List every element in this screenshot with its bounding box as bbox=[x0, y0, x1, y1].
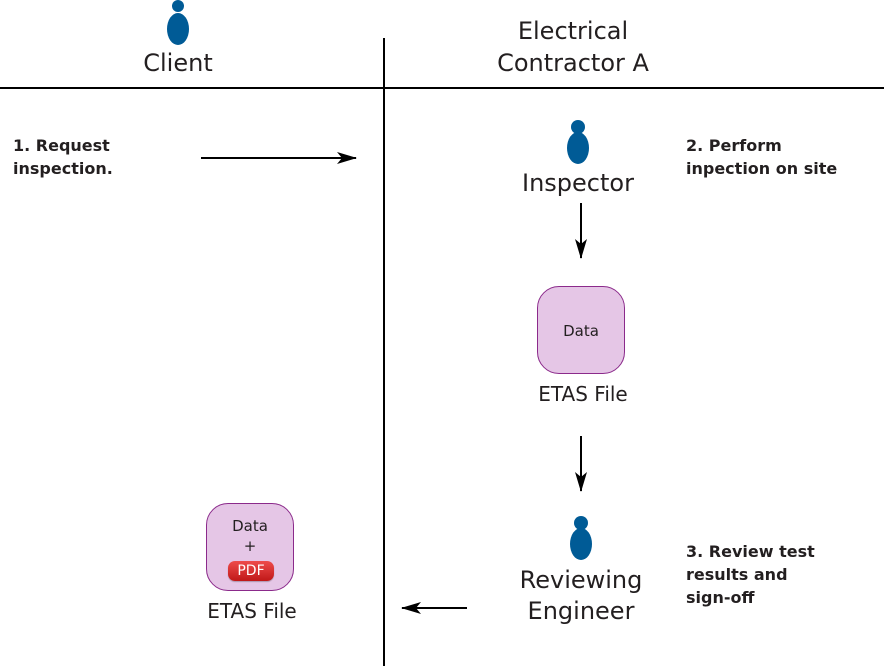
lane-title-contractor-line1: Electrical bbox=[517, 17, 629, 45]
step-3-line3: sign-off bbox=[686, 588, 755, 607]
actor-engineer-label-line1: Reviewing bbox=[519, 566, 643, 594]
person-icon bbox=[167, 0, 189, 45]
etas-final-file-line1: Data bbox=[232, 517, 268, 535]
step-1-line1: 1. Request bbox=[13, 136, 110, 155]
person-icon bbox=[570, 516, 592, 560]
etas-final-file-line2: + bbox=[243, 537, 257, 555]
etas-final-file-label: ETAS File bbox=[207, 599, 297, 623]
person-icon bbox=[567, 120, 589, 164]
step-3-line2: results and bbox=[686, 565, 788, 584]
step-3-label: 3. Review test results and sign-off bbox=[686, 540, 815, 609]
pdf-badge-icon: PDF bbox=[228, 561, 274, 581]
etas-data-file-content: Data bbox=[563, 322, 599, 340]
lane-title-client: Client bbox=[143, 49, 213, 77]
etas-data-file-label: ETAS File bbox=[538, 382, 628, 406]
etas-data-file-box: Data bbox=[537, 286, 625, 374]
step-3-line1: 3. Review test bbox=[686, 542, 815, 561]
step-1-label: 1. Request inspection. bbox=[13, 134, 113, 180]
etas-final-file-box: Data + PDF bbox=[206, 503, 294, 591]
step-2-label: 2. Perform inpection on site bbox=[686, 134, 837, 180]
step-2-line1: 2. Perform bbox=[686, 136, 782, 155]
actor-inspector-label: Inspector bbox=[522, 169, 634, 197]
step-1-line2: inspection. bbox=[13, 159, 113, 178]
lane-title-contractor-line2: Contractor A bbox=[497, 49, 649, 77]
actor-engineer-label-line2: Engineer bbox=[527, 597, 635, 625]
step-2-line2: inpection on site bbox=[686, 159, 838, 178]
